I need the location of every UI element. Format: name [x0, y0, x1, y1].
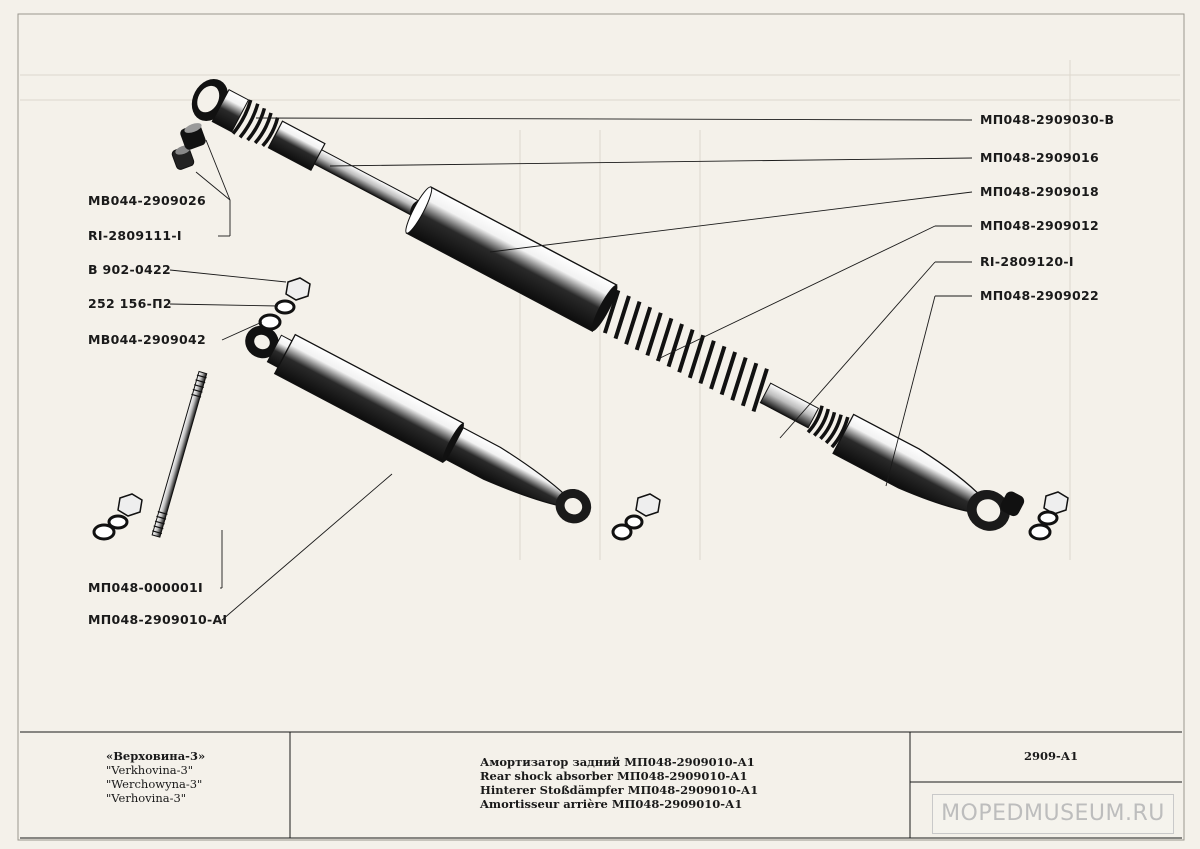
piston-rod	[313, 149, 420, 216]
label-nut: В 902-0422	[88, 262, 171, 277]
fastener-set-right	[1028, 491, 1069, 541]
rubber-bush-large	[180, 123, 206, 150]
watermark: MOPEDMUSEUM.RU	[932, 794, 1174, 834]
sheet-number: 2909-А1	[1024, 749, 1079, 763]
description-fr: Amortisseur arrière МП048-2909010-А1	[480, 797, 743, 811]
rod-seal	[806, 405, 850, 449]
outer-cylinder	[405, 186, 618, 332]
label-lower-body: МП048-2909022	[980, 288, 1099, 303]
label-rod: МП048-2909018	[980, 184, 1099, 199]
lower-eye	[966, 489, 1025, 531]
sheet-border	[17, 13, 1185, 841]
label-top-eye: МП048-2909030-В	[980, 112, 1115, 127]
description-ru: Амортизатор задний МП048-2909010-А1	[480, 755, 755, 769]
lower-body	[832, 413, 985, 514]
label-cover-tube: МП048-2909016	[980, 150, 1099, 165]
assembled-shock-absorber	[191, 78, 1025, 531]
coil-spring	[602, 289, 769, 413]
lower-rod	[759, 382, 820, 429]
label-stud: МП048-000001I	[88, 580, 203, 595]
upper-spring-seat	[231, 99, 280, 148]
model-name-fr: "Verhovina-3"	[106, 791, 187, 805]
label-spring-washer: 252 156-П2	[88, 296, 172, 311]
top-eye	[191, 78, 250, 133]
model-name-en: "Verkhovina-3"	[106, 763, 194, 777]
label-assembly: МП048-2909010-AI	[88, 612, 228, 627]
model-name-de: "Werchowyna-3"	[106, 777, 203, 791]
label-bush-2: RI-2809111-I	[88, 228, 182, 243]
label-rod-seal: RI-2809120-I	[980, 254, 1074, 269]
model-name-ru: «Верховина-3»	[106, 749, 206, 763]
leader-lines	[169, 117, 973, 621]
shock-body-lower-assembly	[245, 325, 592, 524]
label-washer: МВ044-2909042	[88, 332, 207, 347]
fastener-set-left	[92, 493, 143, 541]
label-bush-1: МВ044-2909026	[88, 193, 207, 208]
label-spring: МП048-2909012	[980, 218, 1099, 233]
fastener-set-middle	[611, 493, 661, 541]
title-block-frame	[20, 731, 1182, 839]
rubber-bush-small	[171, 145, 195, 170]
fastener-set-upper	[258, 277, 311, 331]
description-en: Rear shock absorber МП048-2909010-А1	[480, 769, 748, 783]
description-de: Hinterer Stoßdämpfer МП048-2909010-А1	[480, 783, 759, 797]
through-stud	[151, 370, 208, 538]
